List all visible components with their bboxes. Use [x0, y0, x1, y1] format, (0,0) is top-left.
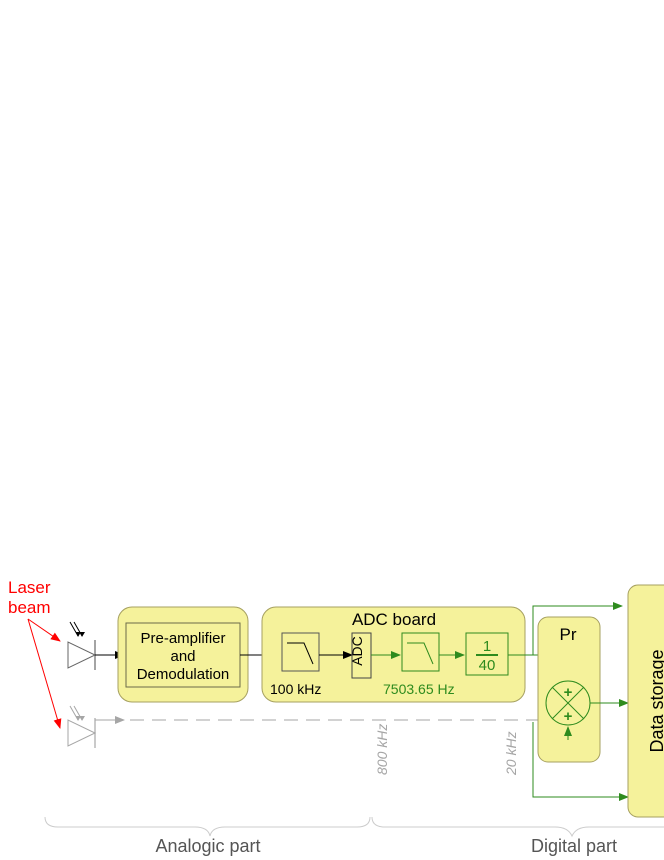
- bottom-path-to-storage-arrow: [532, 722, 629, 801]
- preamp-line2: and: [170, 648, 195, 665]
- digital-lowpass-curve-icon: [407, 642, 434, 665]
- digital-section-brace: [371, 816, 664, 838]
- data-storage-label: Data storage: [647, 649, 664, 752]
- adc-label: ADC: [349, 636, 365, 666]
- photodiode-top-icon: [67, 621, 110, 670]
- decimation-denominator: 40: [479, 657, 496, 674]
- digital-section-label: Digital part: [531, 836, 617, 856]
- preamp-line1: Pre-amplifier: [140, 630, 225, 647]
- laser-beam-arrow-bottom: [27, 618, 62, 729]
- analog-filter-label: 100 kHz: [270, 681, 321, 697]
- preamp-inner-box: [125, 622, 241, 688]
- digital-filter-label: 7503.65 Hz: [383, 681, 455, 697]
- digital-rate-label: 20 kHz: [503, 731, 519, 776]
- laser-label-line2: beam: [8, 598, 51, 617]
- analog-rate-label: 800 kHz: [374, 724, 390, 775]
- processing-label: Pr: [560, 625, 577, 644]
- sum-plus-bottom: +: [564, 708, 573, 725]
- decimation-numerator: 1: [483, 638, 491, 655]
- data-storage-block: [627, 584, 664, 818]
- analog-section-label: Analogic part: [155, 836, 260, 856]
- preamp-line3: Demodulation: [137, 666, 230, 683]
- lowpass-curve-icon: [287, 642, 314, 665]
- adc-board-title: ADC board: [352, 610, 436, 629]
- laser-beam-arrow-top: [27, 618, 61, 642]
- analog-section-brace: [44, 816, 371, 837]
- top-path-to-storage-arrow: [532, 602, 623, 655]
- sum-plus-top: +: [564, 684, 573, 701]
- laser-label-line1: Laser: [8, 578, 51, 597]
- digital-lowpass-filter: [401, 632, 440, 672]
- analog-lowpass-filter: [281, 632, 320, 672]
- photodiode-bottom-icon: [67, 705, 97, 748]
